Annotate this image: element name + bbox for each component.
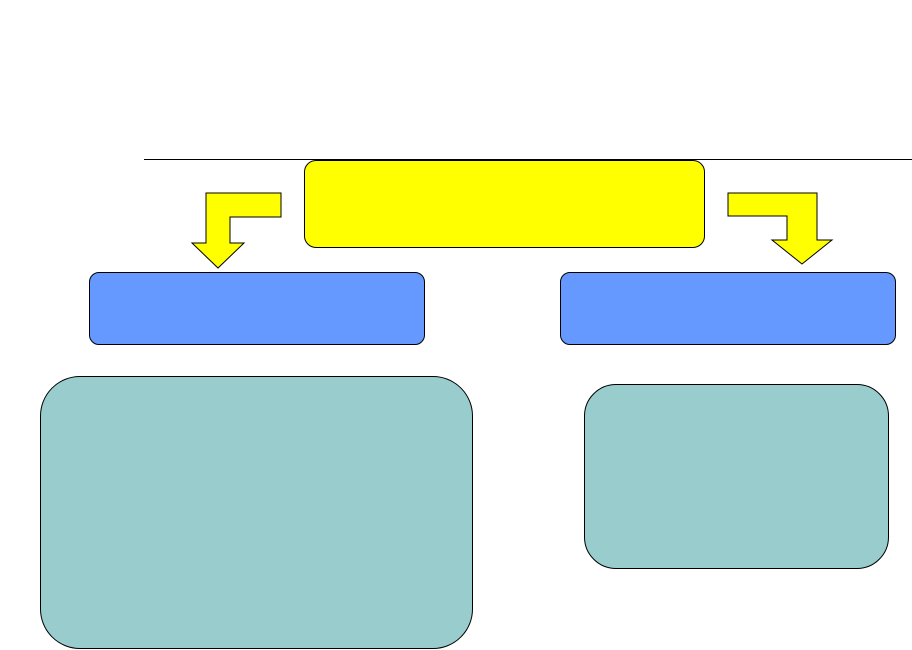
mid-left-box bbox=[89, 272, 425, 345]
separator-line bbox=[144, 159, 912, 160]
low-right-box bbox=[584, 384, 889, 569]
mid-right-box bbox=[560, 272, 896, 345]
right-arrow-shape bbox=[727, 192, 834, 265]
left-arrow-shape bbox=[190, 192, 282, 269]
bent-arrow-down-right-icon bbox=[727, 192, 834, 265]
top-box bbox=[304, 160, 705, 248]
low-left-box bbox=[40, 376, 473, 649]
bent-arrow-down-left-icon bbox=[190, 192, 282, 269]
